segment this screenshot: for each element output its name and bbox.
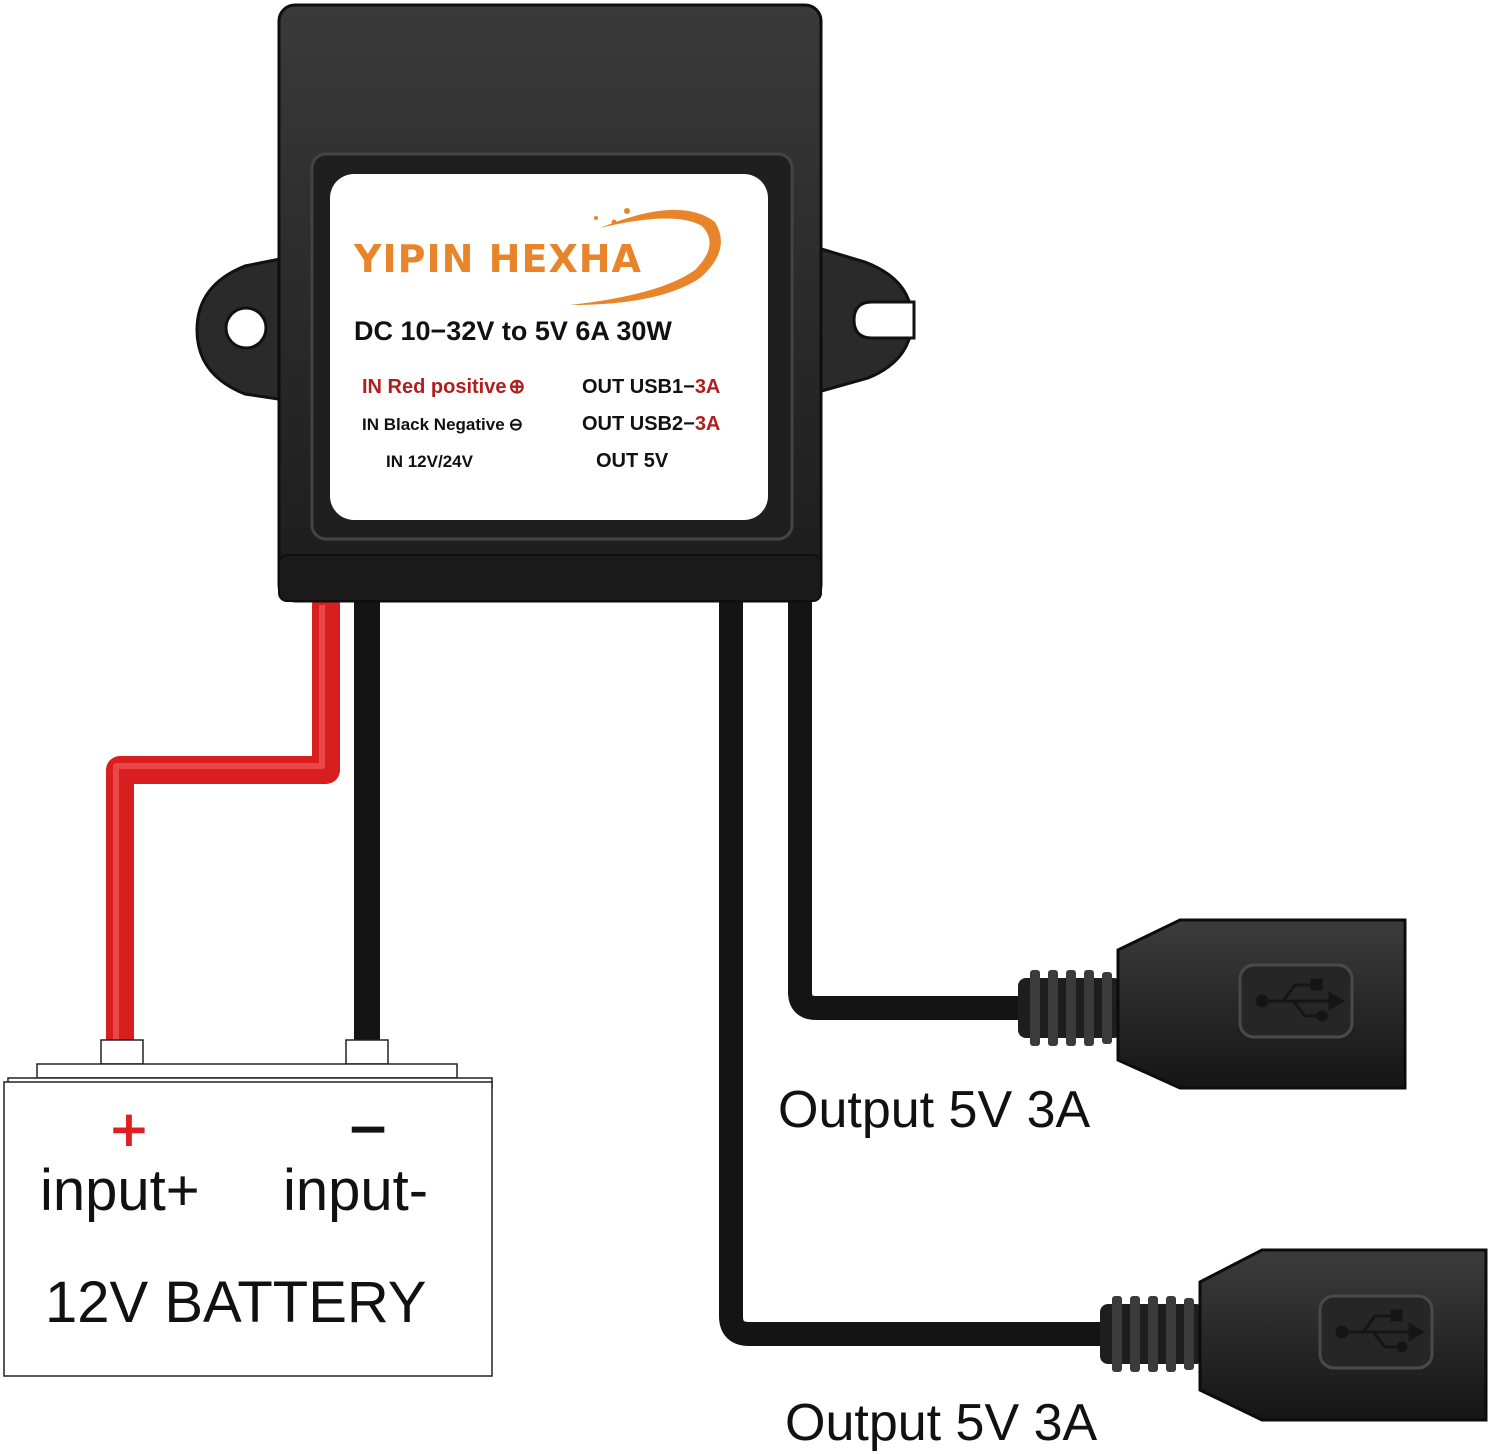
usb1-wire [788,595,1030,1020]
out-usb1-label: OUT USB1−3A [582,376,720,398]
product-label [330,174,768,520]
in-red-label: IN Red positive⊕ [362,376,525,398]
output-label-2: Output 5V 3A [785,1394,1098,1452]
usb2-wire [719,595,1112,1346]
battery-input-plus: input+ [40,1158,200,1223]
converter-module: YIPIN HEXHA DC 10−32V to 5V 6A 30W IN Re… [195,3,916,603]
mounting-hole-left [224,306,268,350]
usb-icon [1255,978,1345,1022]
battery-body [3,1081,493,1377]
battery-terminal-negative [345,1039,389,1065]
usb-icon [1335,1309,1425,1353]
battery-terminal-positive [100,1039,144,1065]
battery: + − input+ input- 12V BATTERY [3,1039,493,1377]
battery-minus-symbol: − [346,1099,390,1159]
battery-name: 12V BATTERY [45,1270,426,1335]
in-voltage-label: IN 12V/24V [386,452,474,471]
usb-connector-2 [1100,1248,1488,1422]
output-label-1: Output 5V 3A [778,1081,1091,1139]
out-usb2-label: OUT USB2−3A [582,413,720,435]
mounting-slot-right [852,300,916,340]
out-voltage-label: OUT 5V [596,450,669,472]
in-black-label: IN Black Negative⊖ [362,415,523,434]
battery-input-minus: input- [283,1158,428,1223]
brand-swoosh [570,209,721,305]
usb-connector-1 [1018,918,1407,1090]
wires [106,587,1112,1346]
brand-name: YIPIN HEXHA [353,237,642,281]
spec-line: DC 10−32V to 5V 6A 30W [354,316,672,346]
red-input-wire [106,591,340,1054]
battery-plus-symbol: + [108,1100,150,1158]
